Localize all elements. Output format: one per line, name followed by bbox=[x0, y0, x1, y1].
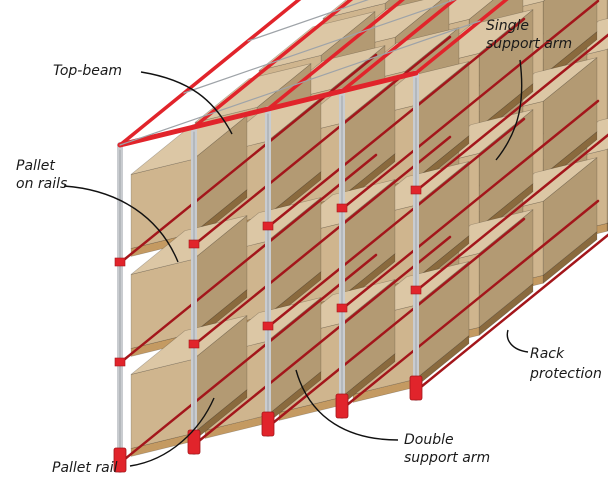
pallet-rail bbox=[118, 53, 378, 265]
pallet-rail bbox=[414, 133, 608, 293]
top-beam-depth bbox=[414, 0, 509, 75]
label-double-support-arm-1: Double bbox=[404, 432, 454, 448]
pallet-rail bbox=[192, 135, 452, 347]
label-pallet-rail: Pallet rail bbox=[52, 460, 118, 476]
pallet-rail bbox=[192, 35, 452, 247]
single-support-arm bbox=[114, 357, 126, 367]
pallet-loads bbox=[130, 0, 608, 457]
single-support-arm bbox=[410, 285, 422, 295]
top-beam-depth bbox=[266, 0, 405, 111]
pallet-rail bbox=[266, 17, 526, 229]
pallet-rail bbox=[414, 233, 608, 393]
pallet-rails bbox=[118, 0, 608, 465]
leader-top-beam bbox=[140, 71, 233, 135]
pallet-rail bbox=[118, 153, 378, 365]
leader-rack-protection bbox=[506, 329, 529, 353]
rack-protection bbox=[113, 447, 127, 473]
pallet-rail bbox=[340, 199, 600, 411]
leader-double-support-arm bbox=[295, 369, 399, 441]
box-top bbox=[322, 0, 390, 19]
pallet-rail bbox=[414, 33, 608, 193]
single-support-arm bbox=[114, 257, 126, 267]
top-bracing bbox=[183, 0, 456, 94]
rack-protection bbox=[261, 411, 275, 437]
double-support-arm bbox=[336, 203, 348, 213]
single-support-arm bbox=[410, 185, 422, 195]
label-single-support-arm-2: support arm bbox=[486, 36, 572, 52]
pallet-rail bbox=[266, 217, 526, 429]
pallet-rail bbox=[266, 117, 526, 329]
box-top bbox=[258, 11, 376, 71]
pallet-rail bbox=[340, 99, 600, 311]
label-pallet-on-rails-1: Pallet bbox=[16, 158, 55, 174]
rack-front-structure bbox=[113, 70, 423, 473]
box-top bbox=[194, 63, 312, 123]
box-front bbox=[130, 358, 194, 449]
pallet-rail bbox=[118, 253, 378, 465]
box-side bbox=[542, 0, 598, 76]
double-support-arm bbox=[188, 339, 200, 349]
top-beams bbox=[117, 0, 509, 148]
leader-pallet-on-rails bbox=[63, 185, 179, 263]
top-bracing bbox=[119, 20, 481, 146]
top-beam-depth bbox=[192, 0, 354, 129]
rack-illustration bbox=[113, 0, 608, 473]
label-rack-protection-1: Rack bbox=[530, 346, 565, 362]
double-support-arm bbox=[262, 321, 274, 331]
label-single-support-arm-1: Single bbox=[486, 18, 529, 34]
label-top-beam: Top-beam bbox=[53, 63, 122, 79]
label-pallet-on-rails-2: on rails bbox=[16, 176, 67, 192]
top-bracing bbox=[247, 0, 369, 42]
label-double-support-arm-2: support arm bbox=[404, 450, 490, 466]
rack-protection bbox=[335, 393, 349, 419]
top-beam-depth bbox=[340, 0, 457, 93]
pallet-rail bbox=[340, 0, 600, 211]
double-support-arm bbox=[262, 221, 274, 231]
rack-protection bbox=[409, 375, 423, 401]
leader-lines bbox=[63, 59, 529, 467]
double-support-arm bbox=[336, 303, 348, 313]
leader-single-support-arm bbox=[495, 59, 523, 161]
label-rack-protection-2: protection bbox=[529, 366, 602, 382]
pallet-rail bbox=[192, 235, 452, 447]
leader-pallet-rail bbox=[129, 397, 215, 467]
double-support-arm bbox=[188, 239, 200, 249]
